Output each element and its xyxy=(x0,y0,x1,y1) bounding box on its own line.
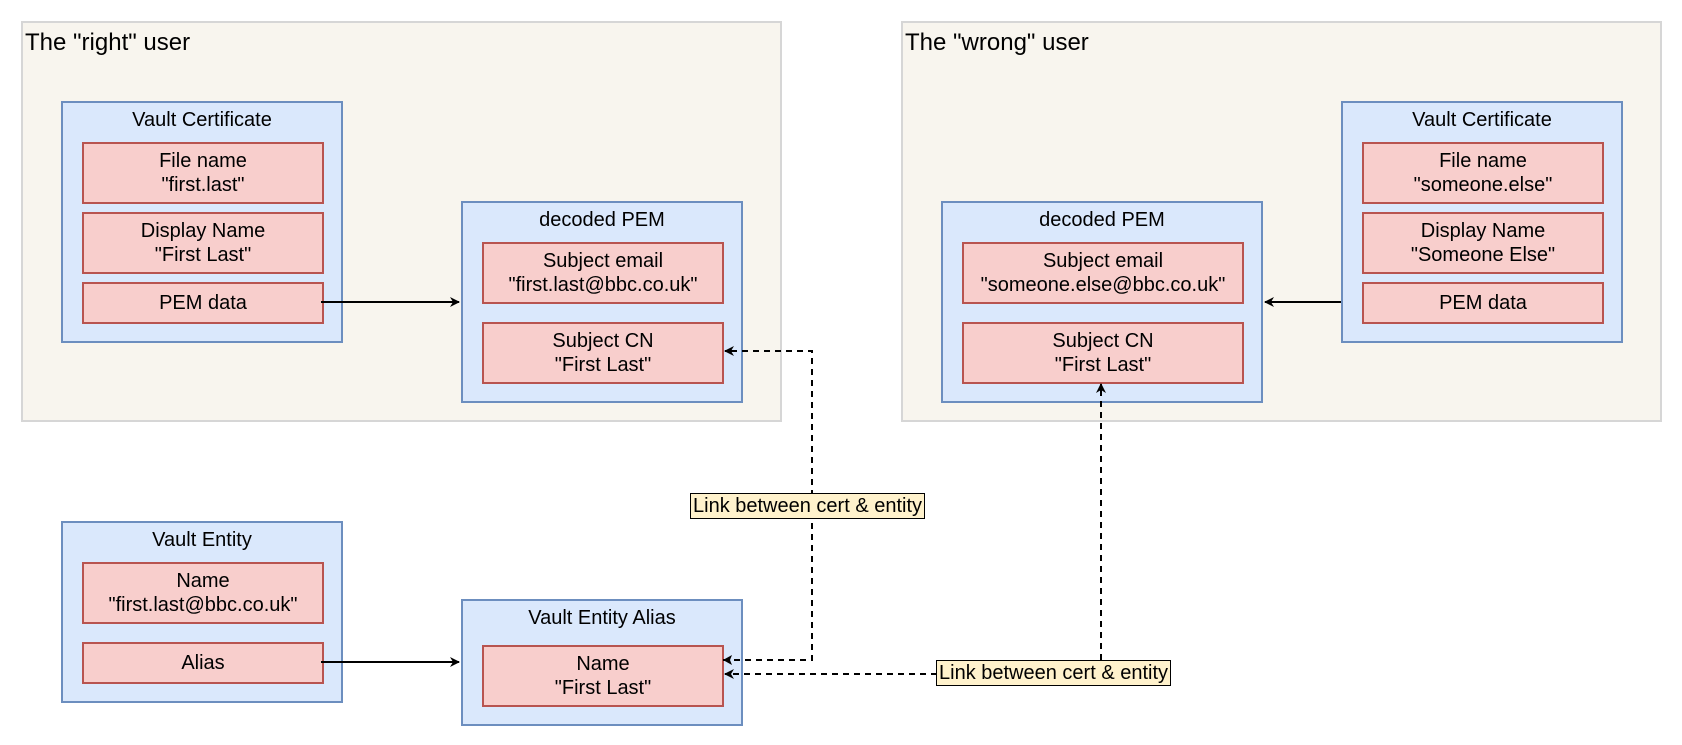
wrong-display-name-value: "Someone Else" xyxy=(1410,244,1556,266)
wrong-subject-cn-label: Subject CN xyxy=(1052,330,1154,352)
wrong-file-name-value: "someone.else" xyxy=(1413,174,1553,196)
right-decoded-pem: decoded PEM Subject email "first.last@bb… xyxy=(461,201,743,403)
vault-entity: Vault Entity Name "first.last@bbc.co.uk"… xyxy=(61,521,343,703)
wrong-pem-data-field: PEM data xyxy=(1362,282,1604,324)
wrong-file-name-field: File name "someone.else" xyxy=(1362,142,1604,204)
wrong-display-name-label: Display Name xyxy=(1420,220,1546,242)
alias-name-label: Name xyxy=(576,653,630,675)
right-link-label: Link between cert & entity xyxy=(690,493,926,519)
right-vault-certificate: Vault Certificate File name "first.last"… xyxy=(61,101,343,343)
right-decoded-pem-title: decoded PEM xyxy=(539,209,665,231)
wrong-subject-cn-field: Subject CN "First Last" xyxy=(962,322,1244,384)
wrong-subject-email-value: "someone.else@bbc.co.uk" xyxy=(980,274,1226,296)
vault-entity-alias-label: Alias xyxy=(181,652,225,674)
right-subject-email-value: "first.last@bbc.co.uk" xyxy=(508,274,698,296)
wrong-display-name-field: Display Name "Someone Else" xyxy=(1362,212,1604,274)
right-file-name-label: File name xyxy=(159,150,247,172)
right-display-name-field: Display Name "First Last" xyxy=(82,212,324,274)
right-subject-cn-field: Subject CN "First Last" xyxy=(482,322,724,384)
wrong-subject-email-label: Subject email xyxy=(1042,250,1164,272)
right-pem-data-label: PEM data xyxy=(159,292,247,314)
wrong-decoded-pem: decoded PEM Subject email "someone.else@… xyxy=(941,201,1263,403)
right-vault-certificate-title: Vault Certificate xyxy=(132,109,272,131)
vault-entity-name-field: Name "first.last@bbc.co.uk" xyxy=(82,562,324,624)
vault-entity-alias-field: Alias xyxy=(82,642,324,684)
alias-name-field: Name "First Last" xyxy=(482,645,724,707)
right-display-name-value: "First Last" xyxy=(154,244,252,266)
wrong-subject-email-field: Subject email "someone.else@bbc.co.uk" xyxy=(962,242,1244,304)
wrong-vault-certificate-title: Vault Certificate xyxy=(1412,109,1552,131)
wrong-vault-certificate: Vault Certificate File name "someone.els… xyxy=(1341,101,1623,343)
wrong-link-label: Link between cert & entity xyxy=(936,660,1172,686)
right-file-name-field: File name "first.last" xyxy=(82,142,324,204)
wrong-subject-cn-value: "First Last" xyxy=(1054,354,1152,376)
vault-entity-alias: Vault Entity Alias Name "First Last" xyxy=(461,599,743,726)
right-subject-cn-value: "First Last" xyxy=(554,354,652,376)
right-pem-data-field: PEM data xyxy=(82,282,324,324)
right-display-name-label: Display Name xyxy=(140,220,266,242)
wrong-file-name-label: File name xyxy=(1439,150,1527,172)
wrong-decoded-pem-title: decoded PEM xyxy=(1039,209,1165,231)
wrong-user-title: The "wrong" user xyxy=(905,29,1089,56)
right-subject-email-field: Subject email "first.last@bbc.co.uk" xyxy=(482,242,724,304)
right-file-name-value: "first.last" xyxy=(161,174,245,196)
right-subject-email-label: Subject email xyxy=(542,250,664,272)
vault-entity-name-label: Name xyxy=(176,570,230,592)
alias-name-value: "First Last" xyxy=(554,677,652,699)
vault-entity-title: Vault Entity xyxy=(152,529,252,551)
right-user-title: The "right" user xyxy=(25,29,191,56)
wrong-pem-data-label: PEM data xyxy=(1439,292,1527,314)
vault-entity-name-value: "first.last@bbc.co.uk" xyxy=(108,594,298,616)
vault-entity-alias-title: Vault Entity Alias xyxy=(528,607,676,629)
right-subject-cn-label: Subject CN xyxy=(552,330,654,352)
